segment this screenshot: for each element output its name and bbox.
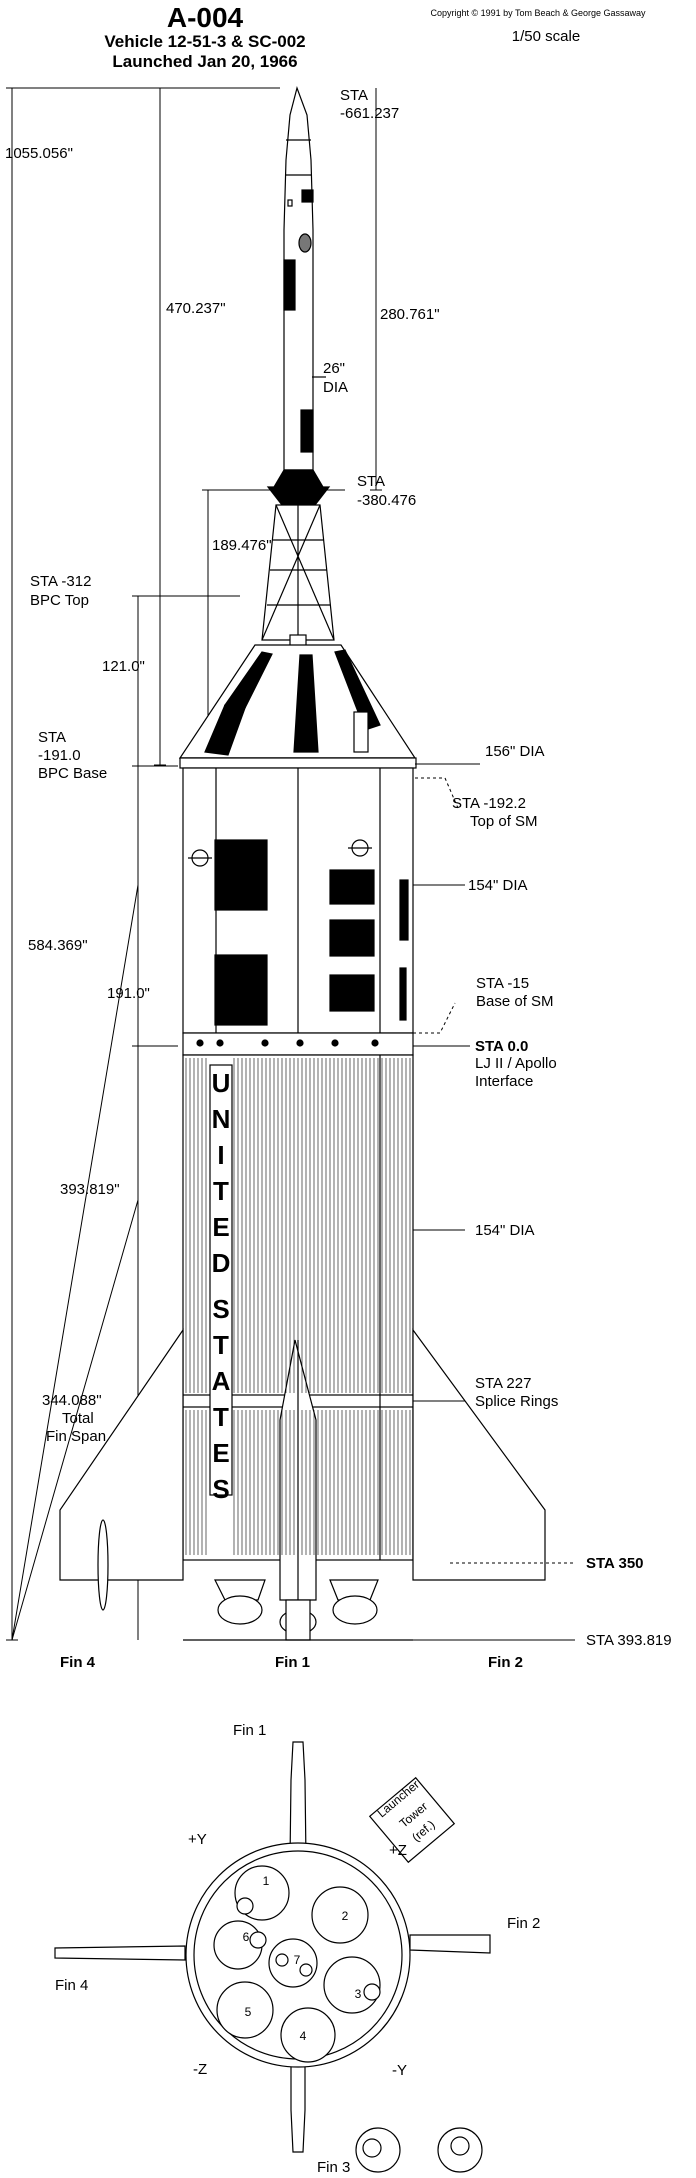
dia-26-1: 26" — [323, 360, 345, 377]
bv-fin4: Fin 4 — [55, 1977, 88, 1994]
subtitle-launch: Launched Jan 20, 1966 — [112, 52, 297, 71]
bpc-top-2: BPC Top — [30, 592, 89, 609]
us-letter: D — [212, 1248, 231, 1278]
us-letter: N — [212, 1104, 231, 1134]
dim-fin-span: 344.088" — [42, 1392, 102, 1409]
copyright: Copyright © 1991 by Tom Beach & George G… — [430, 8, 646, 18]
dim-les-motor: 280.761" — [380, 306, 440, 323]
bpc-base-1: STA — [38, 729, 66, 746]
dia-154-b: 154" DIA — [475, 1222, 535, 1239]
us-letter: S — [212, 1474, 229, 1504]
us-letter: A — [212, 1366, 231, 1396]
dim-total: 1055.056" — [5, 145, 73, 162]
bpc-top-1: STA -312 — [30, 573, 91, 590]
us-letter: S — [212, 1294, 229, 1324]
united-states-lettering: U N I T E D S T A T E S — [212, 1068, 231, 1504]
rocket-side-view — [59, 85, 546, 1641]
sta-380-2: -380.476 — [357, 492, 416, 509]
bv-plus-z: +Z — [389, 1842, 407, 1859]
sta393: STA 393.819 — [586, 1632, 672, 1649]
us-letter: T — [213, 1330, 229, 1360]
us-letter: E — [212, 1438, 229, 1468]
dimension-lines — [6, 87, 382, 1641]
bv-fin2: Fin 2 — [507, 1915, 540, 1932]
dim-escape-tower: 470.237" — [166, 300, 226, 317]
bv-motor-4: 4 — [300, 2029, 307, 2043]
bv-minus-z: -Z — [193, 2061, 207, 2078]
us-letter: I — [217, 1140, 224, 1170]
dim-booster: 393.819" — [60, 1181, 120, 1198]
sta-top-1: STA — [340, 87, 368, 104]
sm-base-1: STA -15 — [476, 975, 529, 992]
bv-motor-1: 1 — [263, 1874, 270, 1888]
bv-minus-y: -Y — [392, 2062, 407, 2079]
sta0-3: Interface — [475, 1073, 533, 1090]
subtitle-vehicle: Vehicle 12-51-3 & SC-002 — [104, 32, 305, 51]
us-letter: E — [212, 1212, 229, 1242]
bv-motor-3: 3 — [355, 1987, 362, 2001]
sm-top-1: STA -192.2 — [452, 795, 526, 812]
sta350: STA 350 — [586, 1555, 644, 1572]
sta227-2: Splice Rings — [475, 1393, 558, 1410]
title: A-004 — [167, 2, 244, 33]
sta0-2: LJ II / Apollo — [475, 1055, 557, 1072]
dim-fin-span-3: Fin Span — [46, 1428, 106, 1445]
us-letter: U — [212, 1068, 231, 1098]
bottom-view — [54, 1741, 491, 2173]
fin2-label: Fin 2 — [488, 1654, 523, 1671]
bpc-base-2: -191.0 — [38, 747, 81, 764]
fin1-label: Fin 1 — [275, 1654, 310, 1671]
bv-fin1: Fin 1 — [233, 1722, 266, 1739]
sta-380-1: STA — [357, 473, 385, 490]
bv-fin3: Fin 3 — [317, 2159, 350, 2176]
sm-base-2: Base of SM — [476, 993, 554, 1010]
bv-plus-y: +Y — [188, 1831, 207, 1848]
dim-tower-top: 189.476" — [212, 537, 272, 554]
sta227-1: STA 227 — [475, 1375, 531, 1392]
bv-motor-2: 2 — [342, 1909, 349, 1923]
dim-bpc-height: 121.0" — [102, 658, 145, 675]
bv-motor-5: 5 — [245, 2005, 252, 2019]
leader-lines — [313, 489, 575, 1641]
dia-156: 156" DIA — [485, 743, 545, 760]
sm-top-2: Top of SM — [470, 813, 538, 830]
bv-motor-7: 7 — [294, 1953, 301, 1967]
fin4-label: Fin 4 — [60, 1654, 96, 1671]
us-letter: T — [213, 1402, 229, 1432]
booster-hatching — [185, 1058, 411, 1555]
dia-26-2: DIA — [323, 379, 348, 396]
sta0-1: STA 0.0 — [475, 1038, 528, 1055]
us-letter: T — [213, 1176, 229, 1206]
bv-motor-6: 6 — [243, 1930, 250, 1944]
scale-label: 1/50 scale — [512, 28, 580, 45]
bpc-base-3: BPC Base — [38, 765, 107, 782]
dia-154-a: 154" DIA — [468, 877, 528, 894]
dim-fin-span-2: Total — [62, 1410, 94, 1427]
dim-sm-height: 191.0" — [107, 985, 150, 1002]
dim-to-interface: 584.369" — [28, 937, 88, 954]
sta-top-2: -661.237 — [340, 105, 399, 122]
